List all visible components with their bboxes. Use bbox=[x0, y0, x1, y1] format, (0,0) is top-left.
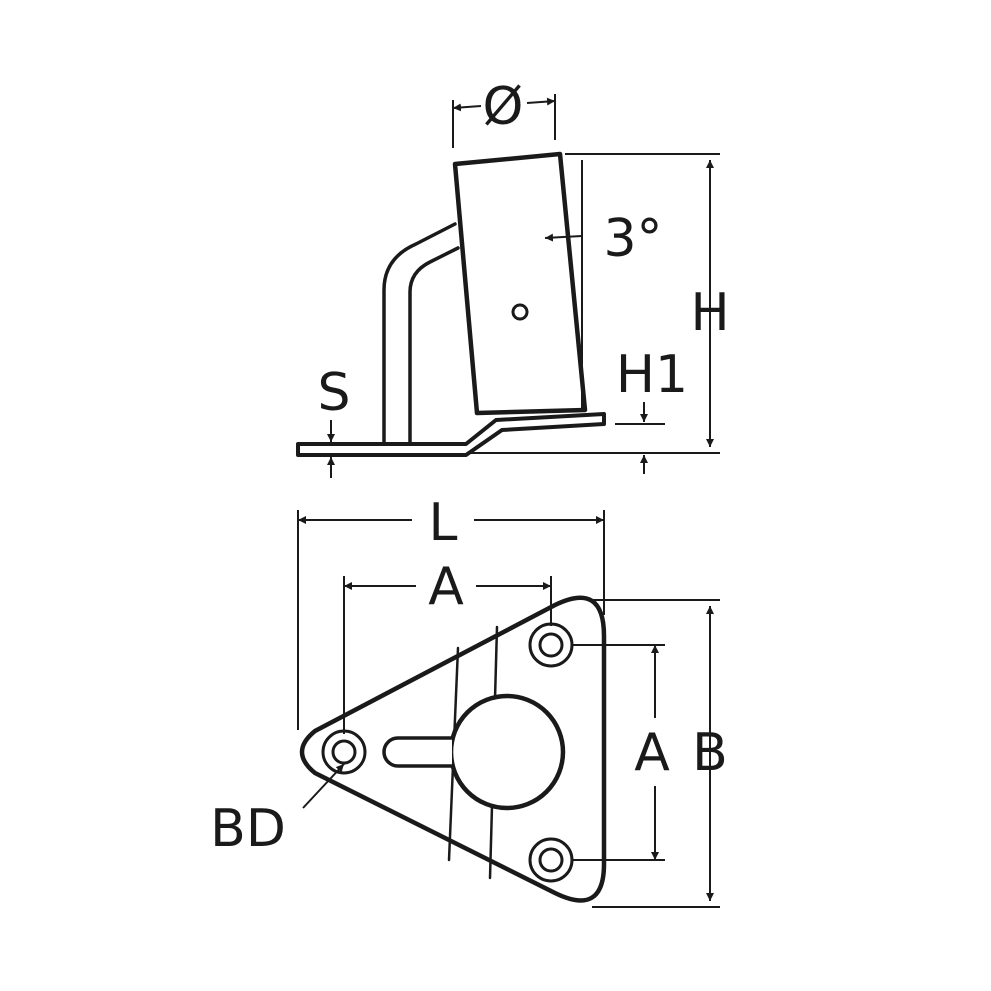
mounting-hole-top bbox=[528, 622, 574, 668]
triangular-plate bbox=[299, 595, 607, 903]
thickness-label: S bbox=[317, 363, 350, 423]
top-view-dimensions bbox=[297, 510, 720, 908]
pin-hole bbox=[511, 303, 529, 321]
diameter-label: Ø bbox=[483, 77, 524, 137]
socket-circle bbox=[448, 693, 566, 811]
height-label: H bbox=[690, 283, 729, 343]
mounting-hole-left bbox=[321, 729, 367, 775]
base-plate bbox=[296, 412, 606, 457]
bore-label: BD bbox=[210, 799, 286, 859]
width-label: B bbox=[692, 723, 728, 783]
tube-socket bbox=[452, 151, 588, 416]
strut-outer bbox=[382, 222, 457, 446]
mounting-hole-bottom bbox=[528, 837, 574, 883]
angle-label: 3° bbox=[603, 209, 662, 269]
strut-inner bbox=[408, 246, 460, 446]
side-view bbox=[296, 151, 606, 457]
spacing-a-vertical-label: A bbox=[634, 723, 670, 783]
strut-slot bbox=[382, 736, 454, 768]
side-view-dimensions bbox=[327, 94, 720, 478]
height1-label: H1 bbox=[616, 345, 688, 405]
length-label: L bbox=[429, 493, 458, 553]
top-view bbox=[299, 595, 607, 903]
spacing-a-horizontal-label: A bbox=[428, 557, 464, 617]
